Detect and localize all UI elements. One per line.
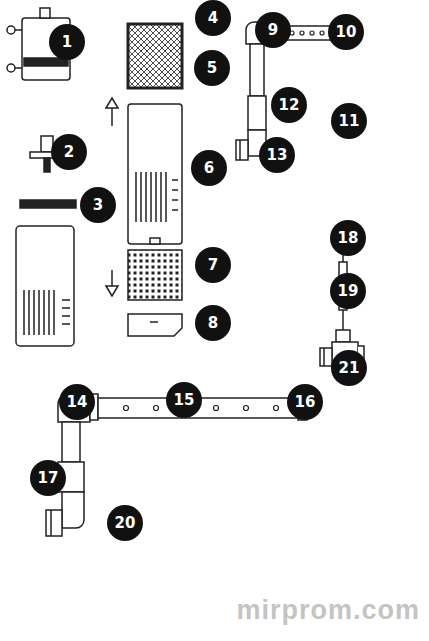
callout-number: 9	[255, 12, 291, 48]
callout-number: 6	[191, 150, 227, 186]
callout-number: 1	[49, 24, 85, 60]
callout-number: 14	[59, 384, 95, 420]
callout-number: 21	[331, 350, 367, 386]
callout-number: 15	[166, 382, 202, 418]
callout-number: 17	[30, 460, 66, 496]
callout-number: 16	[287, 384, 323, 420]
callout-number: 13	[259, 137, 295, 173]
callout-number: 12	[271, 87, 307, 123]
callout-number: 2	[51, 134, 87, 170]
callout-number: 5	[194, 50, 230, 86]
callout-number: 4	[195, 0, 231, 36]
callout-number: 10	[328, 14, 364, 50]
callout-number: 8	[195, 305, 231, 341]
callout-number: 18	[330, 220, 366, 256]
callout-number: 19	[330, 273, 366, 309]
callout-number: 3	[80, 187, 116, 223]
watermark: mirprom.com	[236, 595, 420, 626]
callout-number: 11	[331, 103, 367, 139]
callout-number: 7	[195, 247, 231, 283]
callout-number: 20	[107, 505, 143, 541]
